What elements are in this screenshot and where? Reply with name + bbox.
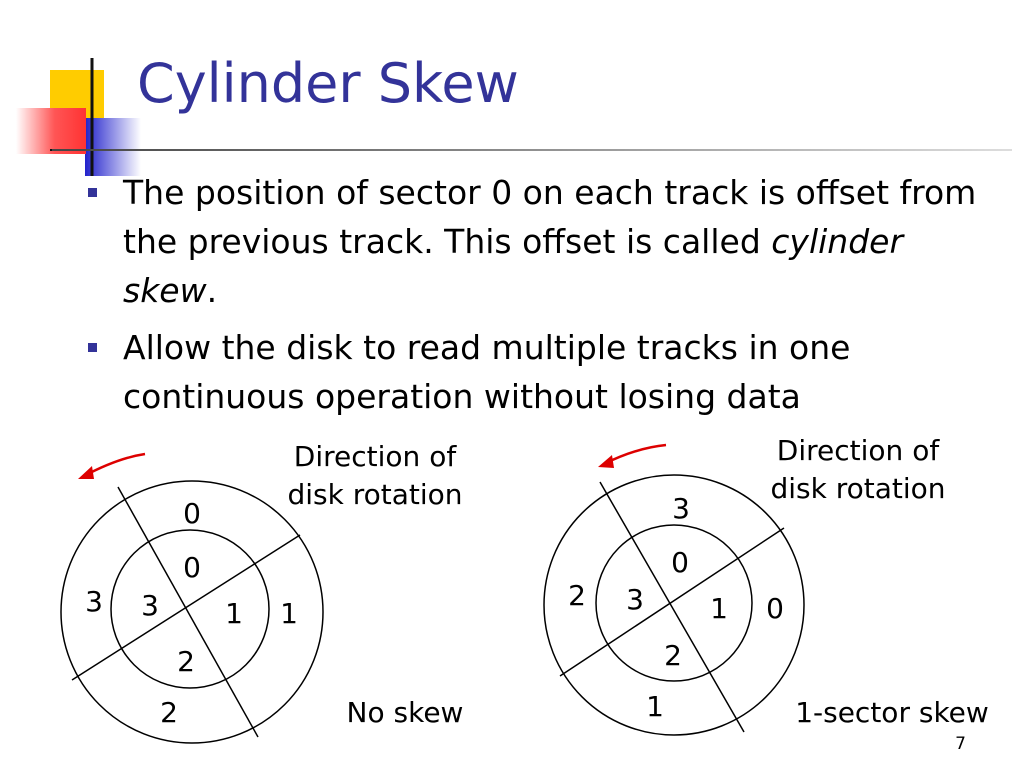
outer-sector-right: 0 [766,592,784,625]
outer-sector-left: 3 [85,585,103,618]
outer-track-circle [543,474,805,736]
bullet-text-end: . [206,271,218,310]
outer-sector-right: 1 [280,597,298,630]
rotation-arrow-icon [83,452,146,478]
outer-sector-left: 2 [568,579,586,612]
bullet-text: The position of sector 0 on each track i… [123,173,977,261]
outer-track-circle [60,480,324,744]
bullet-emphasis: cylinder skew [123,222,904,310]
sector-divider-line [71,534,301,681]
inner-sector-right: 1 [710,592,728,625]
outer-sector-top: 0 [183,497,201,530]
direction-label-line1: Direction of [776,434,940,467]
inner-sector-bottom: 2 [177,645,195,678]
inner-sector-bottom: 2 [664,639,682,672]
sector-divider-line [559,527,785,677]
direction-label-line1: Direction of [293,440,457,473]
diagram-caption: No skew [346,696,464,729]
sector-divider-line [117,486,259,738]
direction-label: Direction of disk rotation [760,432,956,508]
inner-track-circle [595,524,753,682]
inner-sector-left: 3 [626,583,644,616]
square-bullet-icon [88,343,97,352]
inner-track-circle [110,529,270,689]
title-divider [52,149,1012,151]
direction-label-line2: disk rotation [770,472,946,505]
outer-sector-top: 3 [672,492,690,525]
page-number: 7 [955,734,966,754]
outer-sector-bottom: 2 [160,696,178,729]
square-bullet-icon [88,188,97,197]
sector-divider-line [599,481,745,733]
diagram-caption: 1-sector skew [795,696,989,729]
direction-label: Direction of disk rotation [280,438,470,514]
disk-1-sector-skew [543,443,805,736]
direction-label-line2: disk rotation [287,478,463,511]
bullet-item: Allow the disk to read multiple tracks i… [86,323,986,421]
inner-sector-top: 0 [183,551,201,584]
rotation-arrow-icon [603,443,667,466]
bullet-item: The position of sector 0 on each track i… [86,168,986,315]
inner-sector-left: 3 [141,589,159,622]
slide-title: Cylinder Skew [137,52,519,115]
arrowhead-icon [598,455,614,468]
inner-sector-right: 1 [225,597,243,630]
bullet-list: The position of sector 0 on each track i… [86,168,986,429]
arrowhead-icon [78,466,94,479]
disk-no-skew [60,452,324,744]
outer-sector-bottom: 1 [646,690,664,723]
inner-sector-top: 0 [671,546,689,579]
bullet-text: Allow the disk to read multiple tracks i… [123,328,851,416]
